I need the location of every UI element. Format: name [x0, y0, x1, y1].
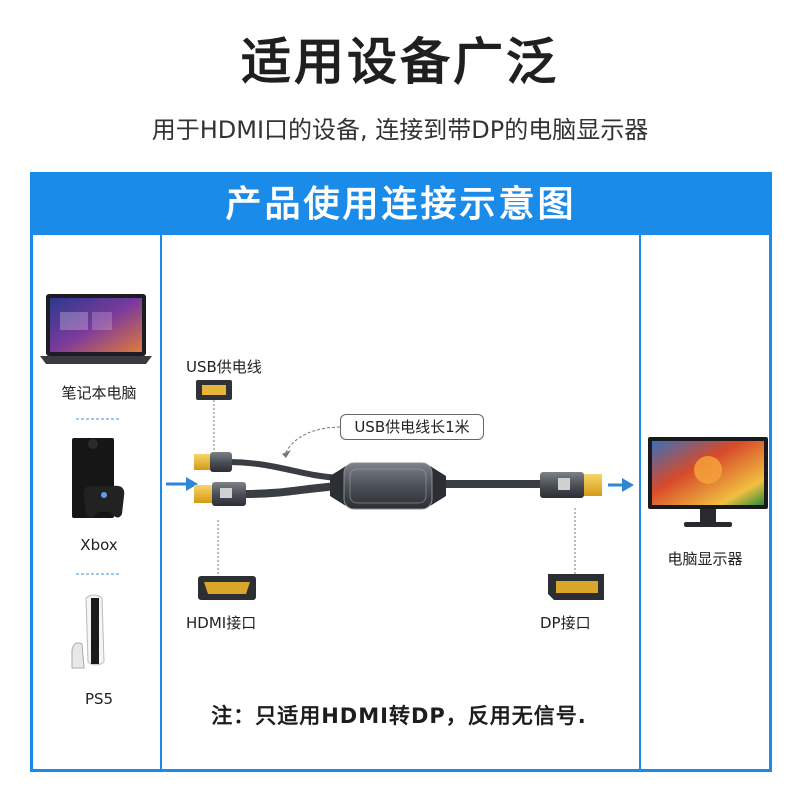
display-column — [639, 235, 769, 769]
monitor-label: 电脑显示器 — [667, 550, 743, 568]
usb-length-callout: USB供电线长1米 — [340, 414, 484, 440]
diagram-banner: 产品使用连接示意图 — [33, 175, 769, 235]
dp-port-label: DP接口 — [540, 614, 591, 632]
footer-note: 注：只适用HDMI转DP，反用无信号. — [211, 704, 587, 728]
laptop-icon — [40, 294, 152, 364]
hdmi-plug-icon — [194, 482, 246, 506]
hdmi-cable — [245, 482, 341, 498]
usb-plug-icon — [194, 452, 232, 472]
page-title: 适用设备广泛 — [241, 33, 559, 91]
hdmi-port-icon — [198, 576, 256, 600]
input-arrow-icon — [166, 477, 198, 491]
source-devices-column — [33, 235, 162, 769]
ps5-icon — [71, 594, 105, 669]
dp-plug-icon — [540, 472, 602, 498]
ps5-label: PS5 — [84, 690, 114, 708]
hdmi-port-label: HDMI接口 — [186, 614, 257, 632]
output-arrow-icon — [608, 478, 634, 492]
page-subtitle: 用于HDMI口的设备, 连接到带DP的电脑显示器 — [151, 116, 649, 144]
usb-power-label: USB供电线 — [186, 358, 262, 376]
converter-box-icon — [330, 462, 446, 510]
usb-port-icon — [196, 380, 232, 400]
xbox-label: Xbox — [80, 536, 118, 554]
monitor-icon — [648, 437, 768, 527]
usb-cable — [227, 459, 341, 481]
dp-port-icon — [548, 574, 604, 600]
callout-leader — [285, 426, 341, 453]
laptop-label: 笔记本电脑 — [61, 384, 137, 402]
xbox-icon — [72, 438, 125, 518]
